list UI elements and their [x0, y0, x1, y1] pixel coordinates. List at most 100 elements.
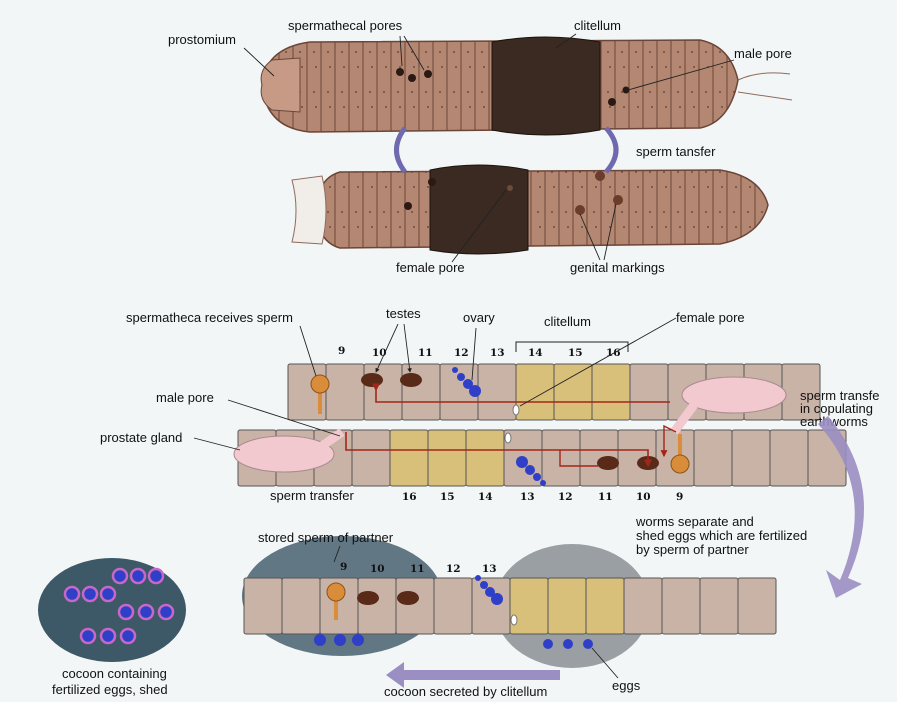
body-segment — [326, 364, 364, 420]
testis-upper-11 — [400, 373, 422, 387]
fertilized-egg — [113, 569, 127, 583]
testis-bottom-10 — [357, 591, 379, 605]
fertilized-egg — [131, 569, 145, 583]
spermatheca-bottom — [327, 583, 345, 601]
spermathecal-pore — [424, 70, 432, 78]
body-segment — [542, 430, 580, 486]
label-prostomium: prostomium — [168, 32, 236, 47]
spermathecal-pore — [408, 74, 416, 82]
spermatheca-upper — [311, 375, 329, 393]
clitellum-segment — [390, 430, 428, 486]
label-sperm-transfer-top: sperm tansfer — [636, 144, 716, 159]
segment-number-lower: 13 — [520, 491, 535, 503]
label-clitellum-middle: clitellum — [544, 314, 591, 329]
body-segment — [472, 578, 510, 634]
fertilized-egg — [139, 605, 153, 619]
body-segment — [282, 578, 320, 634]
female-pore-dot — [507, 185, 513, 191]
label-separate-2: shed eggs which are fertilized — [636, 528, 807, 543]
body-segment — [434, 578, 472, 634]
fertilized-egg — [101, 587, 115, 601]
male-pore-dot — [608, 98, 616, 106]
label-ovary: ovary — [463, 310, 495, 325]
segment-number-bottom: 11 — [410, 563, 425, 575]
prostate-gland-lower — [234, 436, 334, 472]
body-segment — [358, 578, 396, 634]
segment-number-lower: 10 — [636, 491, 651, 503]
clitellum-segment — [548, 578, 586, 634]
label-female-pore-middle: female pore — [676, 310, 745, 325]
label-testes: testes — [386, 306, 421, 321]
clitellum-segment — [554, 364, 592, 420]
testis-lower-11 — [597, 456, 619, 470]
label-spermathecal-pores: spermathecal pores — [288, 18, 403, 33]
clitellum-segment — [428, 430, 466, 486]
fertilized-egg — [81, 629, 95, 643]
body-segment — [700, 578, 738, 634]
label-male-pore-middle: male pore — [156, 390, 214, 405]
segment-number-bottom: 10 — [370, 563, 385, 575]
clitellum-segment — [510, 578, 548, 634]
fertilized-egg — [149, 569, 163, 583]
label-stored-sperm: stored sperm of partner — [258, 530, 394, 545]
segment-number-bottom: 12 — [446, 563, 461, 575]
segment-number-upper: 11 — [418, 347, 433, 359]
segment-number-bottom: 13 — [482, 563, 497, 575]
stored-sperm-dots — [314, 634, 364, 646]
body-segment — [662, 578, 700, 634]
segment-number-lower: 14 — [478, 491, 493, 503]
female-pore-lower — [505, 433, 511, 443]
female-pore-upper — [513, 405, 519, 415]
segment-number-upper: 15 — [568, 347, 583, 359]
upper-worm-external — [261, 37, 792, 135]
testis-upper-10 — [361, 373, 383, 387]
label-female-pore-top: female pore — [396, 260, 465, 275]
label-cocoon-1: cocoon containing — [62, 666, 167, 681]
label-prostate-gland: prostate gland — [100, 430, 182, 445]
segment-number-lower: 15 — [440, 491, 455, 503]
spermathecal-pore — [404, 202, 412, 210]
body-segment — [364, 364, 402, 420]
fertilized-egg — [119, 605, 133, 619]
segment-number-upper: 9 — [338, 345, 345, 357]
body-segment — [694, 430, 732, 486]
body-segment — [396, 578, 434, 634]
genital-marking — [575, 205, 585, 215]
clitellum-segment — [516, 364, 554, 420]
genital-marking — [613, 195, 623, 205]
fertilized-egg — [65, 587, 79, 601]
lower-worm-external — [292, 165, 768, 254]
fertilized-egg — [159, 605, 173, 619]
label-sperm-transfer-middle: sperm transfer — [270, 488, 354, 503]
body-segment — [738, 578, 776, 634]
label-spermatheca: spermatheca receives sperm — [126, 310, 293, 325]
body-segment — [352, 430, 390, 486]
segment-number-bottom: 9 — [340, 561, 347, 573]
fertilized-egg — [101, 629, 115, 643]
body-segment — [402, 364, 440, 420]
body-segment — [244, 578, 282, 634]
segment-number-upper: 14 — [528, 347, 543, 359]
body-segment — [732, 430, 770, 486]
clitellum-segment — [466, 430, 504, 486]
segment-number-lower: 11 — [598, 491, 613, 503]
label-clitellum-top: clitellum — [574, 18, 621, 33]
clitellum-segment — [586, 578, 624, 634]
upper-worm-clitellum — [492, 37, 600, 135]
label-eggs: eggs — [612, 678, 641, 693]
testis-bottom-11 — [397, 591, 419, 605]
spermatheca-lower — [671, 455, 689, 473]
separated-worm-segments — [244, 578, 776, 634]
segment-number-upper: 12 — [454, 347, 469, 359]
genital-marking — [595, 171, 605, 181]
label-genital-markings: genital markings — [570, 260, 665, 275]
female-pore-bottom — [511, 615, 517, 625]
body-segment — [770, 430, 808, 486]
segment-number-lower: 12 — [558, 491, 573, 503]
body-segment — [630, 364, 668, 420]
shed-eggs — [543, 639, 593, 649]
label-separate-3: by sperm of partner — [636, 542, 749, 557]
spermathecal-pore — [396, 68, 404, 76]
label-separate-1: worms separate and — [635, 514, 754, 529]
